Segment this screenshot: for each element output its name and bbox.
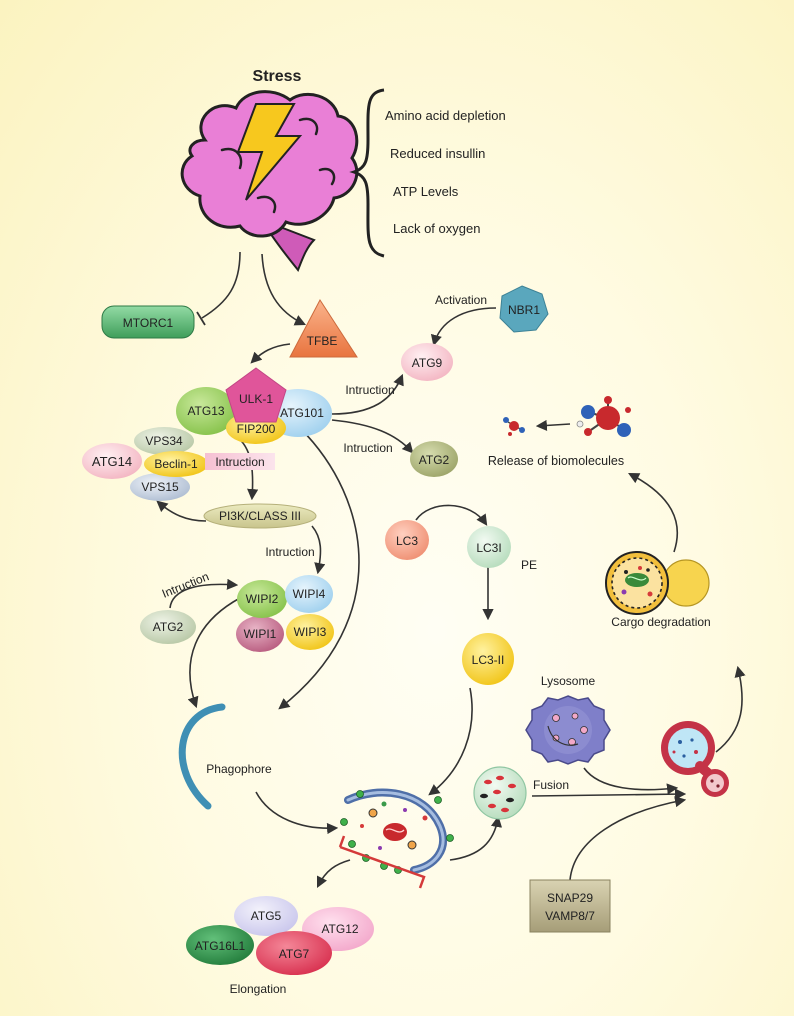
atg2-top-label: ATG2 (419, 453, 450, 467)
fusion-label: Fusion (533, 778, 569, 792)
wipi1-label: WIPI1 (244, 627, 277, 641)
ulk1-node (225, 367, 287, 423)
atg16l1-node (186, 925, 254, 965)
pi3k-node (203, 503, 317, 529)
lysosome-icon (525, 695, 611, 765)
pe-label: PE (521, 558, 537, 572)
lc3-label: LC3 (396, 534, 418, 548)
mtorc1-node (101, 305, 195, 339)
autolysosome-icon (661, 721, 729, 797)
vps15-node (130, 473, 190, 501)
atg2-top-node (410, 441, 458, 477)
lc3ii-label: LC3-II (472, 653, 505, 667)
release-label: Release of biomolecules (488, 454, 624, 468)
intruction-beclin-box (205, 453, 275, 470)
atg9-node (401, 343, 453, 381)
intruction-wipi2-label: Intruction (160, 569, 211, 600)
elongation-bracket (338, 835, 426, 889)
intruction-wipi4-label: Intruction (265, 545, 314, 559)
wipi4-label: WIPI4 (293, 587, 326, 601)
atg2-left-label: ATG2 (153, 620, 184, 634)
atg9-label: ATG9 (412, 356, 443, 370)
vps34-node (134, 427, 194, 455)
pi3k-label: PI3K/CLASS III (219, 509, 301, 523)
tfbe-label: TFBE (307, 334, 338, 348)
phagophore-label: Phagophore (206, 762, 272, 776)
ulk1-label: ULK-1 (239, 392, 273, 406)
wipi3-node (286, 614, 334, 650)
atg12-label: ATG12 (321, 922, 358, 936)
cargo-vesicle (473, 766, 527, 820)
beclin1-label: Beclin-1 (154, 457, 198, 471)
vps15-label: VPS15 (141, 480, 179, 494)
stress-brace (349, 88, 385, 258)
wipi2-label: WIPI2 (246, 592, 279, 606)
stress-title: Stress (253, 68, 302, 85)
atg101-label: ATG101 (280, 406, 324, 420)
intruction-atg9-label: Intruction (345, 383, 394, 397)
fip200-label: FIP200 (237, 422, 276, 436)
wipi2-node (237, 580, 287, 618)
activation-label: Activation (435, 293, 487, 307)
cargo-degradation-label: Cargo degradation (611, 615, 710, 629)
atg7-node (256, 931, 332, 975)
snap-vamp-box (529, 879, 611, 933)
nbr1-node (499, 285, 549, 333)
wipi1-node (236, 616, 284, 652)
atg14-node (82, 443, 142, 479)
lc3i-label: LC3I (476, 541, 501, 555)
autophagosome (340, 788, 454, 874)
mtorc1-label: MTORC1 (123, 316, 174, 330)
tfbe-node (289, 299, 358, 358)
lightning-icon (236, 103, 303, 201)
cargo-degradation-icon (605, 551, 710, 615)
atg5-label: ATG5 (251, 909, 282, 923)
lysosome-label: Lysosome (541, 674, 596, 688)
lc3i-node (467, 526, 511, 568)
lc3ii-node (462, 633, 514, 685)
snap29-label: SNAP29 (547, 891, 593, 905)
wipi4-node (285, 575, 333, 613)
phagophore-membrane (178, 703, 226, 810)
atg5-node (234, 896, 298, 936)
atg16l1-label: ATG16L1 (195, 939, 246, 953)
stress-factor-3: Lack of oxygen (393, 221, 480, 236)
beclin1-node (144, 451, 208, 477)
nbr1-label: NBR1 (508, 303, 540, 317)
atg14-label: ATG14 (92, 454, 132, 469)
biomolecule-icon (576, 396, 631, 437)
elongation-label: Elongation (230, 982, 287, 996)
vamp-label: VAMP8/7 (545, 909, 595, 923)
connectors (156, 251, 746, 889)
stress-factor-2: ATP Levels (393, 184, 459, 199)
atg13-label: ATG13 (187, 404, 224, 418)
atg7-label: ATG7 (279, 947, 310, 961)
intruction-beclin-label: Intruction (215, 455, 264, 469)
stress-factor-1: Reduced insullin (390, 146, 485, 161)
small-biomolecule-icon (503, 417, 525, 436)
stress-factor-0: Amino acid depletion (385, 108, 506, 123)
wipi3-label: WIPI3 (294, 625, 327, 639)
atg2-left-node (140, 610, 196, 644)
vps34-label: VPS34 (145, 434, 183, 448)
lc3-node (385, 520, 429, 560)
intruction-atg2-label: Intruction (343, 441, 392, 455)
atg13-node (176, 387, 236, 435)
